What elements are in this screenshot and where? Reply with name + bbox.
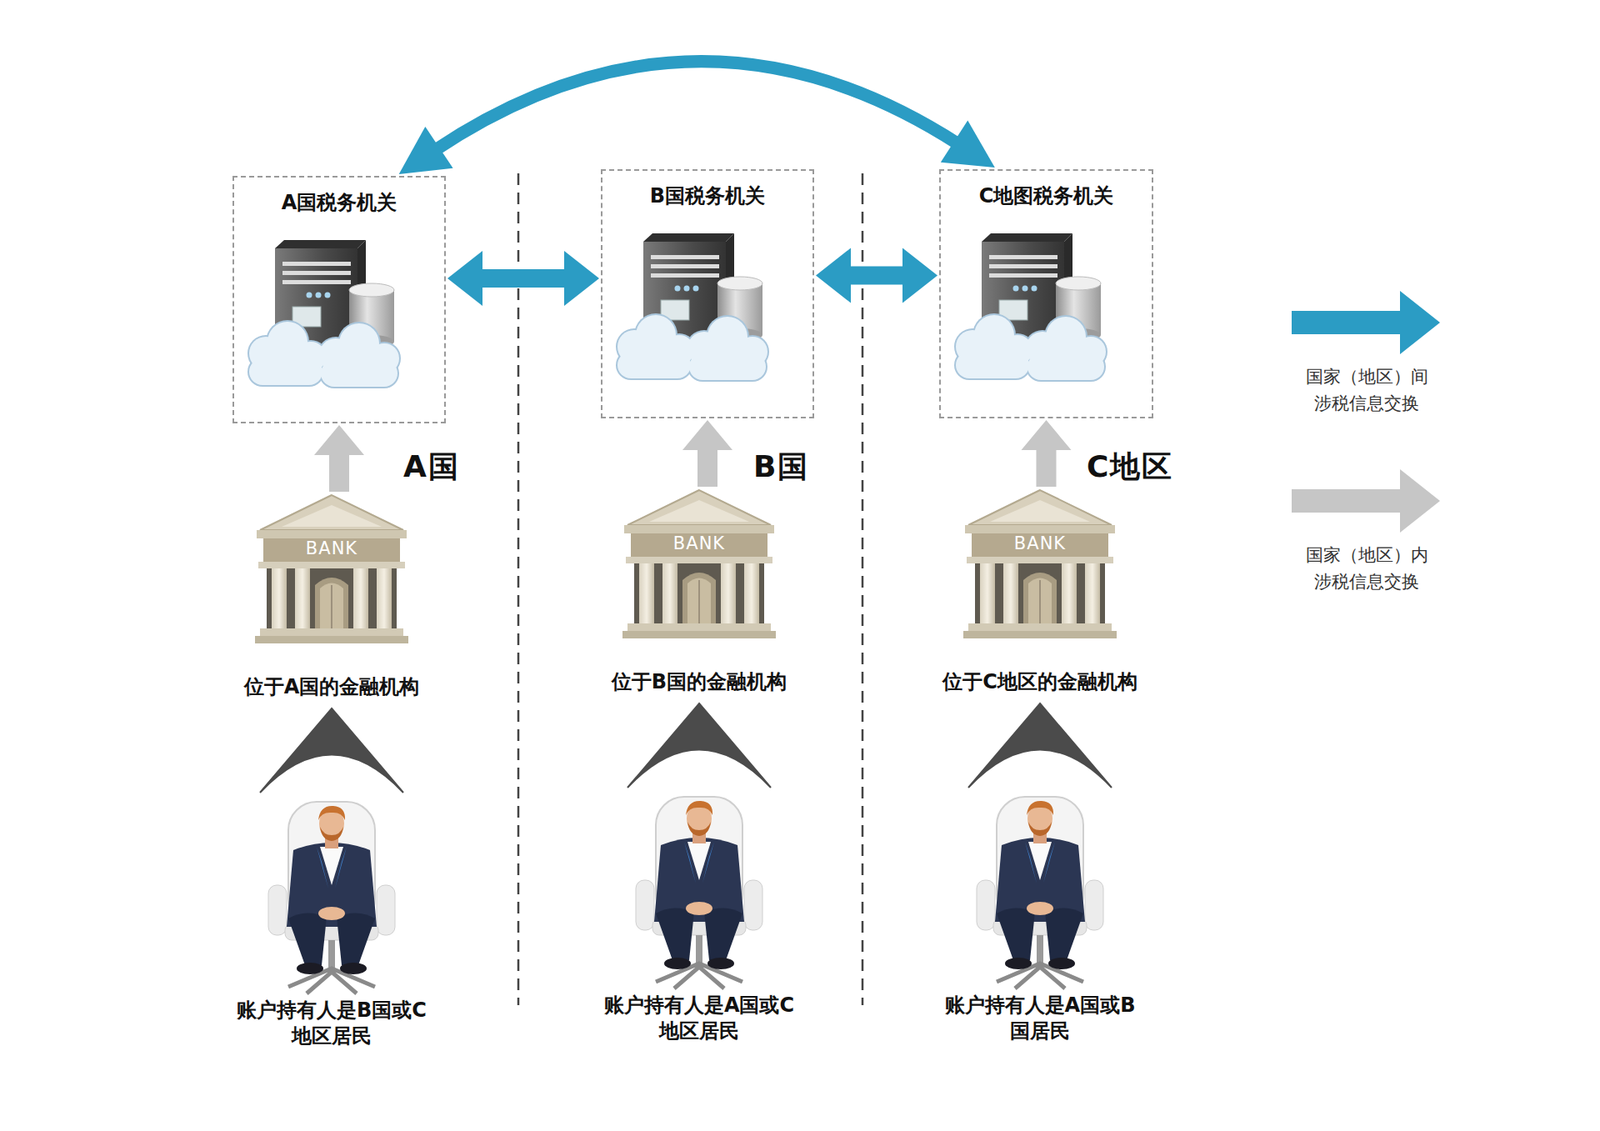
region-label: A国 <box>403 446 460 488</box>
authority-box: B国税务机关 <box>600 169 815 419</box>
institution-caption: 位于A国的金融机构 <box>244 673 420 700</box>
arc-line <box>435 61 959 150</box>
arrow-head <box>940 120 995 168</box>
divider-line <box>861 173 865 1005</box>
account-holder-node: 账户持有人是B国或C 地区居民 <box>223 790 440 1051</box>
authority-box: A国税务机关 <box>232 175 446 424</box>
authority-box: C地图税务机关 <box>939 169 1154 419</box>
legend-item: 国家（地区）间 涉税信息交换 <box>1275 290 1459 425</box>
server-icon <box>954 233 1108 382</box>
report-arrow <box>314 425 365 492</box>
region-label: C地区 <box>1086 446 1174 488</box>
bank-sign: BANK <box>1014 533 1066 554</box>
server-icon <box>247 240 401 389</box>
person-icon <box>976 796 1104 989</box>
authority-title: C地图税务机关 <box>979 182 1115 210</box>
account-holder-node: 账户持有人是A国或B 国居民 <box>931 785 1149 1046</box>
bank-node: BANK 位于C地区的金融机构 <box>940 490 1140 699</box>
legend-text: 国家（地区）间 涉税信息交换 <box>1250 364 1484 417</box>
legend-arrow-swatch <box>1291 469 1440 533</box>
bank-icon <box>622 490 776 639</box>
report-arrow <box>682 420 733 487</box>
account-holder-node: 账户持有人是A国或C 地区居民 <box>590 785 808 1046</box>
legend-text: 国家（地区）内 涉税信息交换 <box>1250 542 1484 595</box>
exchange-arrow <box>447 250 600 306</box>
bank-node: BANK 位于A国的金融机构 <box>231 495 432 704</box>
divider-line <box>517 173 520 1005</box>
bank-sign: BANK <box>673 533 725 554</box>
person-icon <box>635 796 763 989</box>
legend-item: 国家（地区）内 涉税信息交换 <box>1275 469 1459 603</box>
legend-swatch-box <box>1291 469 1442 533</box>
report-arrow <box>1021 420 1072 487</box>
holder-caption: 账户持有人是A国或B 国居民 <box>911 992 1170 1045</box>
disclosure-arrow <box>260 708 404 793</box>
server-icon <box>615 233 770 382</box>
authority-title: A国税务机关 <box>281 189 398 216</box>
legend-arrow-swatch <box>1291 290 1440 355</box>
holder-caption: 账户持有人是A国或C 地区居民 <box>560 992 838 1045</box>
person-icon <box>268 801 395 994</box>
holder-caption: 账户持有人是B国或C 地区居民 <box>193 997 470 1050</box>
institution-caption: 位于B国的金融机构 <box>611 668 787 695</box>
legend-swatch-box <box>1291 290 1442 355</box>
bank-icon <box>963 490 1117 639</box>
disclosure-arrow <box>968 703 1112 788</box>
bank-icon <box>255 495 409 644</box>
bank-node: BANK 位于B国的金融机构 <box>599 490 800 699</box>
exchange-arc <box>399 61 995 175</box>
disclosure-arrow <box>627 703 771 788</box>
region-label: B国 <box>753 446 810 488</box>
bank-sign: BANK <box>305 538 358 559</box>
institution-caption: 位于C地区的金融机构 <box>942 668 1138 695</box>
authority-title: B国税务机关 <box>650 182 765 210</box>
exchange-arrow <box>815 248 938 304</box>
arrow-head <box>399 126 454 175</box>
